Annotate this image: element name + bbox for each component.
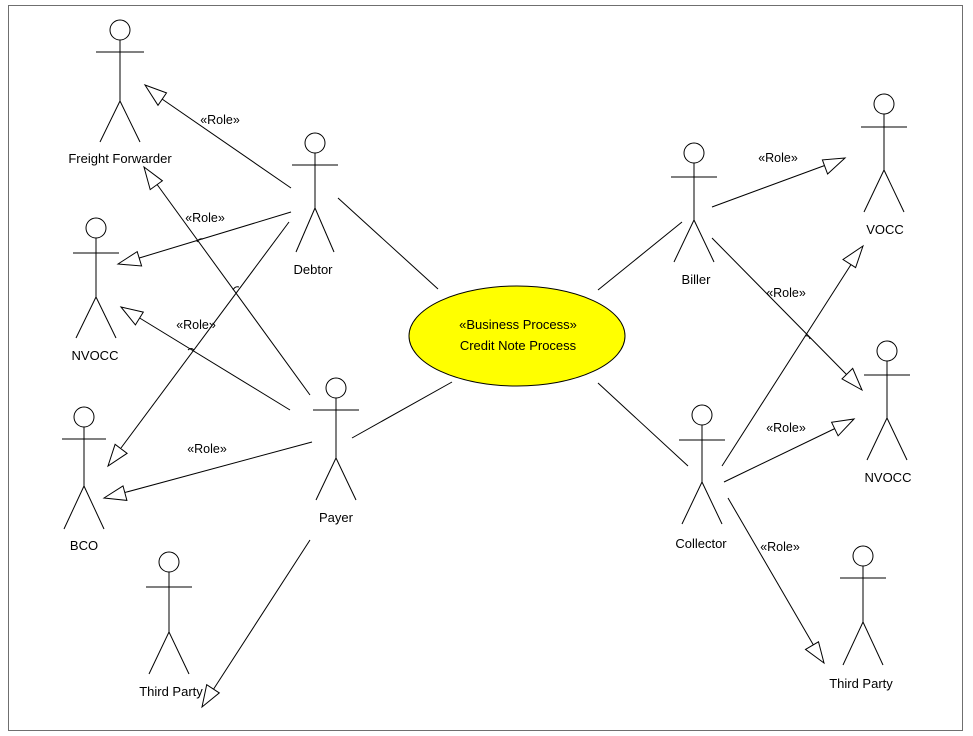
actor-label-nvocc-left: NVOCC <box>72 348 119 363</box>
process-stereotype: «Business Process» <box>459 317 577 332</box>
role-label-biller-nvocc: «Role» <box>766 286 806 300</box>
gen-payer-bco <box>122 441 313 494</box>
actor-payer-figure[interactable] <box>313 377 359 501</box>
gen-biller-nvocc <box>711 237 849 377</box>
actor-third-party-right-figure[interactable] <box>840 545 886 666</box>
diagram-border <box>8 5 963 731</box>
actor-nvocc-right-figure[interactable] <box>864 340 910 461</box>
arrowhead-nvocc-r1 <box>841 367 864 392</box>
arrowhead-third-2 <box>804 641 825 665</box>
line-hop <box>804 335 811 340</box>
gen-collector-third <box>727 497 815 647</box>
arrowhead-bco-1 <box>107 443 128 468</box>
arrowhead-vocc <box>821 157 847 175</box>
actor-label-nvocc-right: NVOCC <box>865 470 912 485</box>
gen-collector-vocc <box>721 262 853 467</box>
gen-biller-vocc <box>711 164 827 208</box>
line-hop <box>196 238 204 243</box>
arrowhead-freight-1 <box>143 84 168 107</box>
role-label-collector-third: «Role» <box>760 540 800 554</box>
actor-bco-figure[interactable] <box>62 406 106 530</box>
actor-collector-figure[interactable] <box>679 404 725 525</box>
role-label-collector-nvocc: «Role» <box>766 421 806 435</box>
assoc-collector <box>597 382 689 467</box>
actor-label-third-party-left: Third Party <box>139 684 203 699</box>
gen-debtor-bco <box>120 221 290 449</box>
gen-debtor-nvocc <box>135 211 292 260</box>
assoc-biller <box>597 221 683 291</box>
role-label-payer-bco: «Role» <box>187 442 227 456</box>
arrowhead-bco-2 <box>102 485 128 501</box>
arrowhead-third-1 <box>201 683 221 709</box>
actor-nvocc-left-figure[interactable] <box>73 217 119 339</box>
line-hop <box>187 348 195 351</box>
actor-label-collector: Collector <box>675 536 727 551</box>
actor-label-third-party-right: Third Party <box>829 676 893 691</box>
gen-collector-nvocc <box>723 427 837 483</box>
actor-label-freight-forwarder: Freight Forwarder <box>68 151 172 166</box>
role-label-biller-vocc: «Role» <box>758 151 798 165</box>
actor-label-debtor: Debtor <box>293 262 333 277</box>
actor-biller-figure[interactable] <box>671 142 717 263</box>
actor-label-vocc: VOCC <box>866 222 904 237</box>
role-label-payer-nvocc: «Role» <box>176 318 216 332</box>
arrowhead-nvocc-r2 <box>830 418 856 437</box>
role-label-debtor-freight: «Role» <box>200 113 240 127</box>
actor-label-biller: Biller <box>682 272 712 287</box>
actor-debtor-figure[interactable] <box>292 132 338 253</box>
actor-label-payer: Payer <box>319 510 354 525</box>
line-hop <box>232 286 240 291</box>
arrowhead-nvocc-1 <box>116 250 143 267</box>
arrowhead-nvocc-2 <box>119 306 145 326</box>
gen-payer-third <box>212 539 311 691</box>
assoc-debtor <box>337 197 439 290</box>
business-process-ellipse[interactable] <box>408 285 626 387</box>
process-name: Credit Note Process <box>460 338 577 353</box>
arrowhead-vocc-2 <box>842 244 864 269</box>
actor-freight-forwarder-figure[interactable] <box>96 19 144 143</box>
role-label-debtor-nvocc: «Role» <box>185 211 225 225</box>
assoc-payer <box>351 381 453 439</box>
gen-payer-nvocc <box>137 316 291 411</box>
gen-debtor-freight <box>161 98 292 189</box>
actor-label-bco: BCO <box>70 538 98 553</box>
actor-third-party-left-figure[interactable] <box>146 551 192 675</box>
arrowhead-freight-2 <box>143 165 164 191</box>
actor-vocc-figure[interactable] <box>861 93 907 213</box>
